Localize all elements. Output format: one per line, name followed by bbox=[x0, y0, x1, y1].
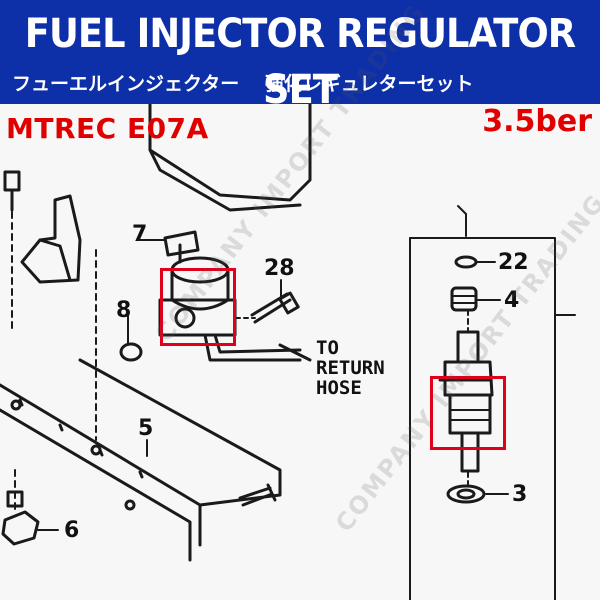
callout-cushion: 4 bbox=[504, 288, 520, 313]
model-code: MTREC E07A bbox=[6, 112, 209, 145]
callout-fuel-rail: 5 bbox=[138, 416, 154, 441]
parts-diagram bbox=[0, 104, 600, 600]
callout-seal: 3 bbox=[512, 482, 528, 507]
regulator-highlight bbox=[160, 268, 236, 346]
callout-ring: 22 bbox=[498, 250, 529, 275]
callout-bolt: 28 bbox=[264, 256, 295, 281]
injector-highlight bbox=[430, 376, 506, 450]
callout-nut: 6 bbox=[64, 518, 80, 543]
product-title: FUEL INJECTOR REGULATOR SET bbox=[24, 11, 576, 113]
return-hose-label: TO RETURN HOSE bbox=[316, 337, 385, 399]
pressure-rating: 3.5ber bbox=[482, 104, 592, 139]
callout-o-ring: 8 bbox=[116, 298, 132, 323]
product-subtitle: フューエルインジェクター 強化レギュレターセット bbox=[12, 73, 474, 95]
callout-regulator: 7 bbox=[132, 222, 148, 247]
title-banner bbox=[0, 0, 600, 104]
parts-diagram-drawing bbox=[0, 104, 576, 600]
